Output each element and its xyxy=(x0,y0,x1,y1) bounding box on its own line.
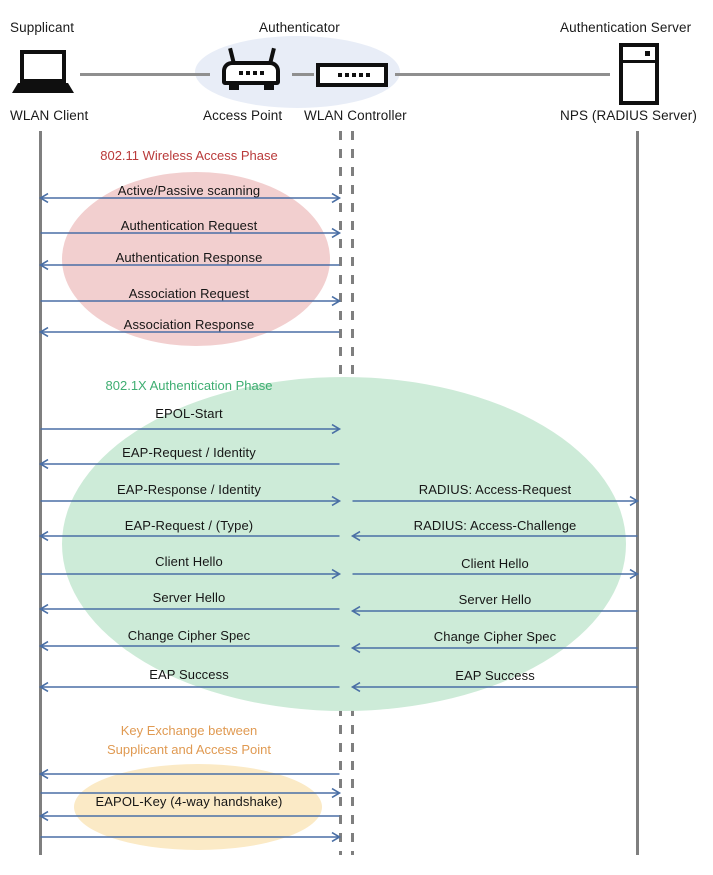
msg-label-left-1: Authentication Request xyxy=(120,218,258,233)
msg-arrow-right-1 xyxy=(350,530,639,542)
msg-arrow-right-2 xyxy=(351,568,640,580)
phase-ellipse-dot1x-auth xyxy=(62,377,626,711)
link-ap-to-controller xyxy=(292,73,314,76)
msg-label-left-9: Client Hello xyxy=(155,554,223,569)
server-body xyxy=(619,43,659,105)
msg-label-right-0: RADIUS: Access-Request xyxy=(418,482,572,497)
msg-arrow-right-3 xyxy=(350,605,639,617)
msg-arrow-left-6 xyxy=(38,458,341,470)
actor-caption-wlan-client: WLAN Client xyxy=(10,108,89,123)
msg-label-left-3: Association Request xyxy=(128,286,250,301)
access-point-foot-left xyxy=(229,85,239,90)
phase-title-key-exchange-line1: Key Exchange between xyxy=(120,723,258,738)
msg-label-left-12: EAP Success xyxy=(149,667,229,682)
phase-title-dot1x-auth: 802.1X Authentication Phase xyxy=(105,378,273,393)
lifeline-radius-server xyxy=(636,131,639,855)
server-bay-divider xyxy=(623,60,655,63)
wlan-controller-icon xyxy=(316,55,388,95)
msg-arrow-left-15 xyxy=(38,810,341,822)
phase-ellipse-key-exchange xyxy=(74,764,322,850)
msg-arrow-left-8 xyxy=(38,530,341,542)
server-icon xyxy=(619,43,659,105)
msg-label-left-2: Authentication Response xyxy=(115,250,263,265)
msg-arrow-left-3 xyxy=(39,295,342,307)
msg-arrow-left-2 xyxy=(38,259,341,271)
msg-arrow-left-0 xyxy=(38,192,342,204)
laptop-base xyxy=(12,83,74,93)
wlan-controller-leds xyxy=(338,73,370,77)
msg-label-left-15: EAPOL-Key (4-way handshake) xyxy=(95,794,283,809)
msg-label-right-4: Change Cipher Spec xyxy=(433,629,557,644)
laptop-screen xyxy=(20,50,66,83)
msg-label-left-4: Association Response xyxy=(123,317,255,332)
actor-role-authenticator: Authenticator xyxy=(259,20,340,35)
access-point-foot-right xyxy=(264,85,274,90)
msg-arrow-left-7 xyxy=(39,495,342,507)
msg-label-left-6: EAP-Request / Identity xyxy=(122,445,256,460)
msg-arrow-right-0 xyxy=(351,495,640,507)
msg-arrow-left-5 xyxy=(39,423,342,435)
access-point-icon xyxy=(216,47,286,92)
actor-role-authentication-server: Authentication Server xyxy=(560,20,692,35)
msg-label-left-5: EPOL-Start xyxy=(155,406,223,421)
actor-caption-nps-radius-server: NPS (RADIUS Server) xyxy=(560,108,697,123)
access-point-leds xyxy=(239,71,264,75)
msg-arrow-left-12 xyxy=(38,681,341,693)
msg-arrow-left-14 xyxy=(39,787,342,799)
msg-arrow-left-13 xyxy=(38,768,341,780)
laptop-icon xyxy=(12,50,74,94)
lifeline-supplicant xyxy=(39,131,42,855)
msg-arrow-left-1 xyxy=(39,227,342,239)
msg-label-left-10: Server Hello xyxy=(152,590,226,605)
msg-arrow-right-5 xyxy=(350,681,639,693)
msg-arrow-left-4 xyxy=(38,326,341,338)
actor-caption-access-point: Access Point xyxy=(203,108,283,123)
msg-label-right-2: Client Hello xyxy=(461,556,529,571)
actor-role-supplicant: Supplicant xyxy=(10,20,75,35)
access-point-body xyxy=(222,61,280,85)
msg-label-right-5: EAP Success xyxy=(455,668,535,683)
msg-label-left-8: EAP-Request / (Type) xyxy=(124,518,254,533)
link-client-to-ap xyxy=(80,73,210,76)
msg-label-left-0: Active/Passive scanning xyxy=(117,183,261,198)
msg-arrow-left-11 xyxy=(38,640,341,652)
msg-label-right-3: Server Hello xyxy=(458,592,532,607)
msg-label-right-1: RADIUS: Access-Challenge xyxy=(413,518,577,533)
msg-arrow-right-4 xyxy=(350,642,639,654)
link-controller-to-server xyxy=(395,73,610,76)
msg-label-left-7: EAP-Response / Identity xyxy=(117,482,261,497)
phase-title-wireless-access: 802.11 Wireless Access Phase xyxy=(100,148,278,163)
msg-arrow-left-9 xyxy=(39,568,342,580)
phase-title-key-exchange-line2: Supplicant and Access Point xyxy=(106,742,272,757)
actor-caption-wlan-controller: WLAN Controller xyxy=(304,108,407,123)
msg-label-left-11: Change Cipher Spec xyxy=(127,628,251,643)
server-status-led xyxy=(645,51,650,56)
phase-ellipse-wireless-access xyxy=(62,172,330,346)
msg-arrow-left-16 xyxy=(39,831,342,843)
msg-arrow-left-10 xyxy=(38,603,341,615)
